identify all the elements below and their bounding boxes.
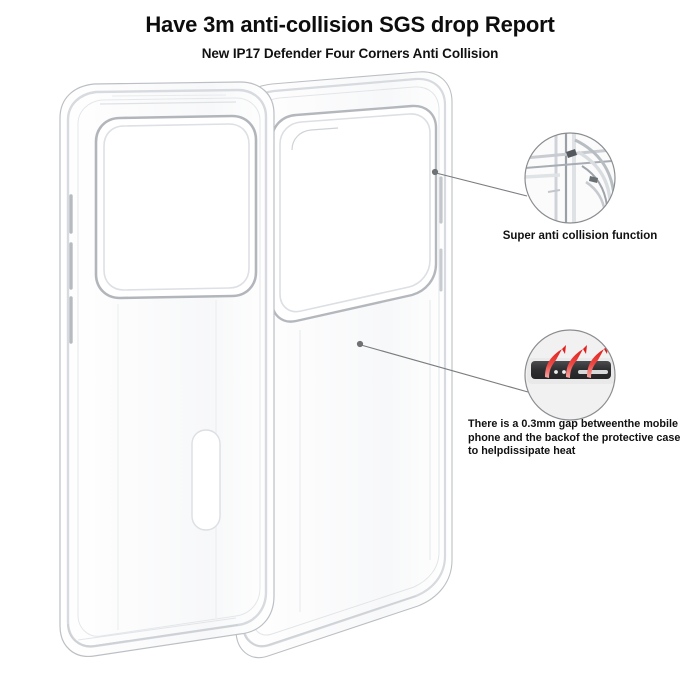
left-case-top-rim-line-2 (111, 94, 227, 97)
magnifier-anti-collision (524, 132, 616, 224)
left-case-inner-wall (77, 97, 261, 637)
left-case-camera-cutout-inner (103, 123, 250, 291)
right-case-camera-cutout (270, 104, 438, 323)
callout-label-anti-collision: Super anti collision function (502, 230, 658, 242)
left-case (59, 81, 275, 657)
leader-line-anti-collision (435, 172, 528, 197)
right-case-lens-hint (291, 127, 339, 151)
page-title: Have 3m anti-collision SGS drop Report (145, 12, 555, 37)
callout-label-heat-dissipation: There is a 0.3mm gap betweenthe mobile p… (468, 418, 700, 459)
heat-gap-diagram-icon (527, 345, 615, 384)
anchor-dot-anti-collision (431, 168, 439, 176)
right-case-camera-cutout-inner (279, 113, 431, 313)
left-case-bottom-edge-2 (77, 617, 237, 641)
callout-line-1: There is a 0.3mm gap betweenthe mobile (468, 418, 679, 430)
heat-diagram-gap-slot (578, 370, 608, 374)
heat-arrow-3 (587, 349, 604, 378)
heat-diagram-dot-1 (554, 370, 558, 374)
callout-line-2: phone and the backof the protective case (468, 431, 681, 444)
heat-arrow-1-head (562, 345, 566, 354)
heat-arrow-2-head (583, 345, 587, 354)
page-subtitle: New IP17 Defender Four Corners Anti Coll… (201, 46, 499, 61)
anchor-dot-heat-dissipation (356, 340, 364, 348)
callout-leader-lines (356, 168, 529, 393)
heat-arrow-1 (545, 349, 562, 378)
right-case (235, 71, 453, 658)
magnifier-top-ring (524, 132, 616, 224)
heat-arrows (545, 345, 608, 378)
leader-line-heat-dissipation (360, 344, 529, 393)
magnifier-bottom-ring (524, 329, 616, 421)
magnifier-heat-dissipation (524, 329, 616, 421)
left-case-lip-detail (191, 429, 221, 531)
left-case-bottom-edge (67, 623, 239, 648)
left-case-top-rim-line (99, 101, 237, 105)
heat-arrow-2 (566, 349, 583, 378)
left-case-camera-cutout (94, 114, 258, 300)
callout-line-3: to helpdissipate heat (468, 445, 576, 457)
heat-diagram-dot-2 (562, 370, 566, 374)
